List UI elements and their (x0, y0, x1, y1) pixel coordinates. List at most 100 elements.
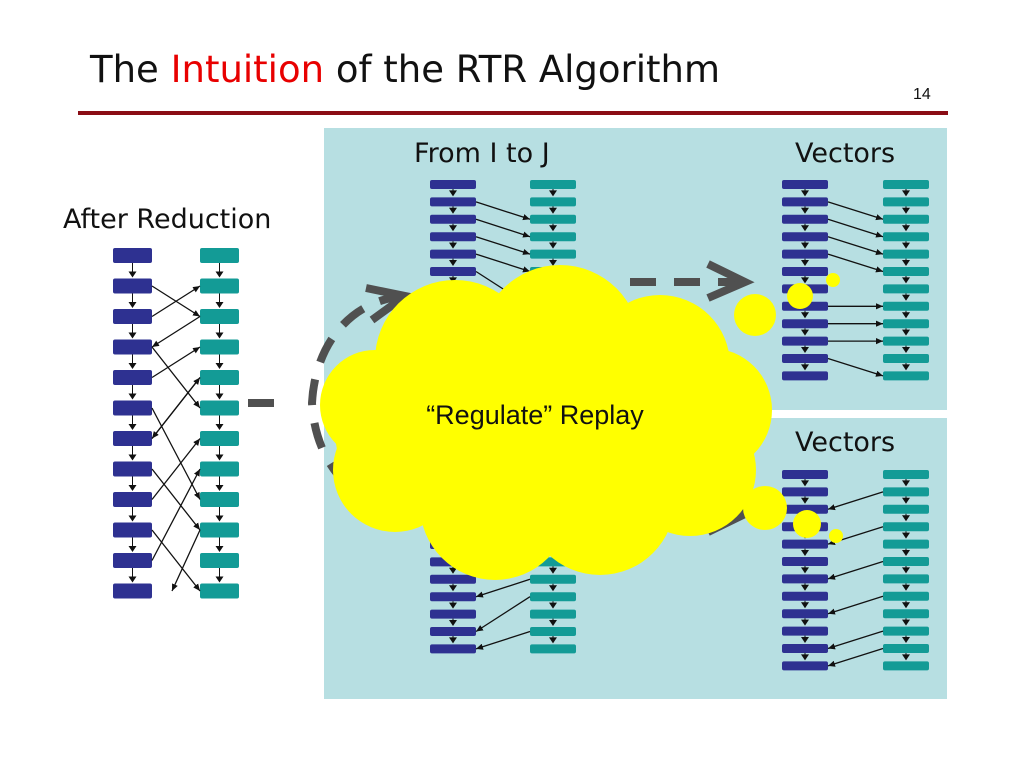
replay-teal-column (530, 540, 576, 654)
thought-bubble (734, 294, 776, 336)
block (430, 609, 476, 619)
block (883, 197, 929, 207)
mapping-arrow (151, 285, 201, 318)
mapping-arrow (475, 218, 531, 238)
down-triangle (902, 277, 910, 284)
mapping-arrow (827, 647, 884, 667)
block (200, 553, 239, 568)
down-triangle (215, 393, 224, 400)
mapping-arrow (827, 595, 884, 615)
mapping-arrow (475, 630, 531, 650)
block (883, 319, 929, 329)
block (883, 232, 929, 242)
down-triangle (549, 225, 557, 232)
block (883, 470, 929, 479)
down-triangle (801, 480, 809, 487)
down-triangle (801, 190, 809, 197)
block (883, 487, 929, 497)
block (782, 574, 828, 584)
down-triangle (128, 424, 137, 430)
block (530, 197, 576, 207)
down-triangle (902, 637, 910, 643)
block (530, 644, 576, 654)
block (883, 522, 929, 532)
block (430, 180, 476, 189)
block (430, 592, 476, 602)
thought-bubble (743, 486, 787, 530)
block (113, 248, 152, 263)
vectors-bottom-navy-column (782, 470, 828, 671)
from-i-to-j-label: From I to J (414, 138, 550, 169)
down-triangle (128, 271, 137, 278)
block (883, 267, 929, 276)
down-triangle (801, 550, 809, 556)
down-triangle (549, 190, 557, 197)
title-suffix: of the RTR Algorithm (324, 48, 721, 91)
block (782, 626, 828, 636)
down-triangle (549, 207, 557, 214)
block (883, 574, 929, 584)
down-triangle (128, 576, 137, 583)
mapping-arrow (151, 407, 201, 500)
block (113, 400, 152, 416)
mapping-arrow (151, 315, 201, 348)
mapping-arrows (151, 201, 884, 667)
block (782, 487, 828, 497)
down-triangle (215, 515, 224, 522)
mapping-arrow (475, 201, 531, 221)
block (782, 319, 828, 329)
down-triangle (902, 584, 910, 591)
dashed-brace (307, 292, 406, 514)
mapping-arrow (151, 377, 201, 439)
down-triangle (215, 363, 224, 369)
block (200, 492, 239, 507)
down-triangle (801, 654, 809, 661)
down-triangle (128, 546, 137, 552)
block (530, 232, 576, 242)
left-teal-column (200, 248, 239, 599)
down-triangle (449, 620, 457, 626)
mapping-arrow (475, 596, 531, 633)
left-navy-column (113, 248, 152, 599)
down-triangle (549, 242, 557, 249)
block (782, 354, 828, 363)
down-triangle (801, 637, 809, 643)
block (782, 249, 828, 259)
down-triangle (549, 637, 557, 644)
block (530, 609, 576, 619)
slide-title: The Intuition of the RTR Algorithm (90, 48, 720, 91)
cloud-lobe (335, 335, 525, 525)
mapping-arrow (475, 253, 531, 273)
down-triangle (902, 329, 910, 336)
down-triangle (801, 277, 809, 284)
down-triangle (902, 619, 910, 626)
vectors-top-teal-column (883, 180, 929, 381)
cloud-lobe (470, 320, 690, 540)
block (782, 180, 828, 189)
down-triangle (801, 312, 809, 319)
block (883, 301, 929, 311)
vectors-bottom-teal-column (883, 470, 929, 671)
down-triangle (449, 225, 457, 232)
block (200, 522, 239, 538)
down-triangle (449, 190, 457, 197)
block (883, 557, 929, 566)
down-triangle (902, 550, 910, 556)
down-triangle (128, 332, 137, 339)
block (883, 249, 929, 259)
mapping-arrow (151, 529, 201, 592)
down-triangle (215, 424, 224, 430)
down-triangle (215, 302, 224, 308)
block (113, 339, 152, 355)
block (883, 354, 929, 363)
down-triangle (449, 585, 457, 592)
down-triangle (902, 347, 910, 353)
block (782, 644, 828, 653)
block (782, 371, 828, 381)
down-triangle (801, 207, 809, 214)
title-divider (78, 111, 948, 115)
block (200, 309, 239, 324)
block (883, 371, 929, 381)
down-triangle (902, 260, 910, 266)
mapping-arrow (151, 438, 201, 500)
